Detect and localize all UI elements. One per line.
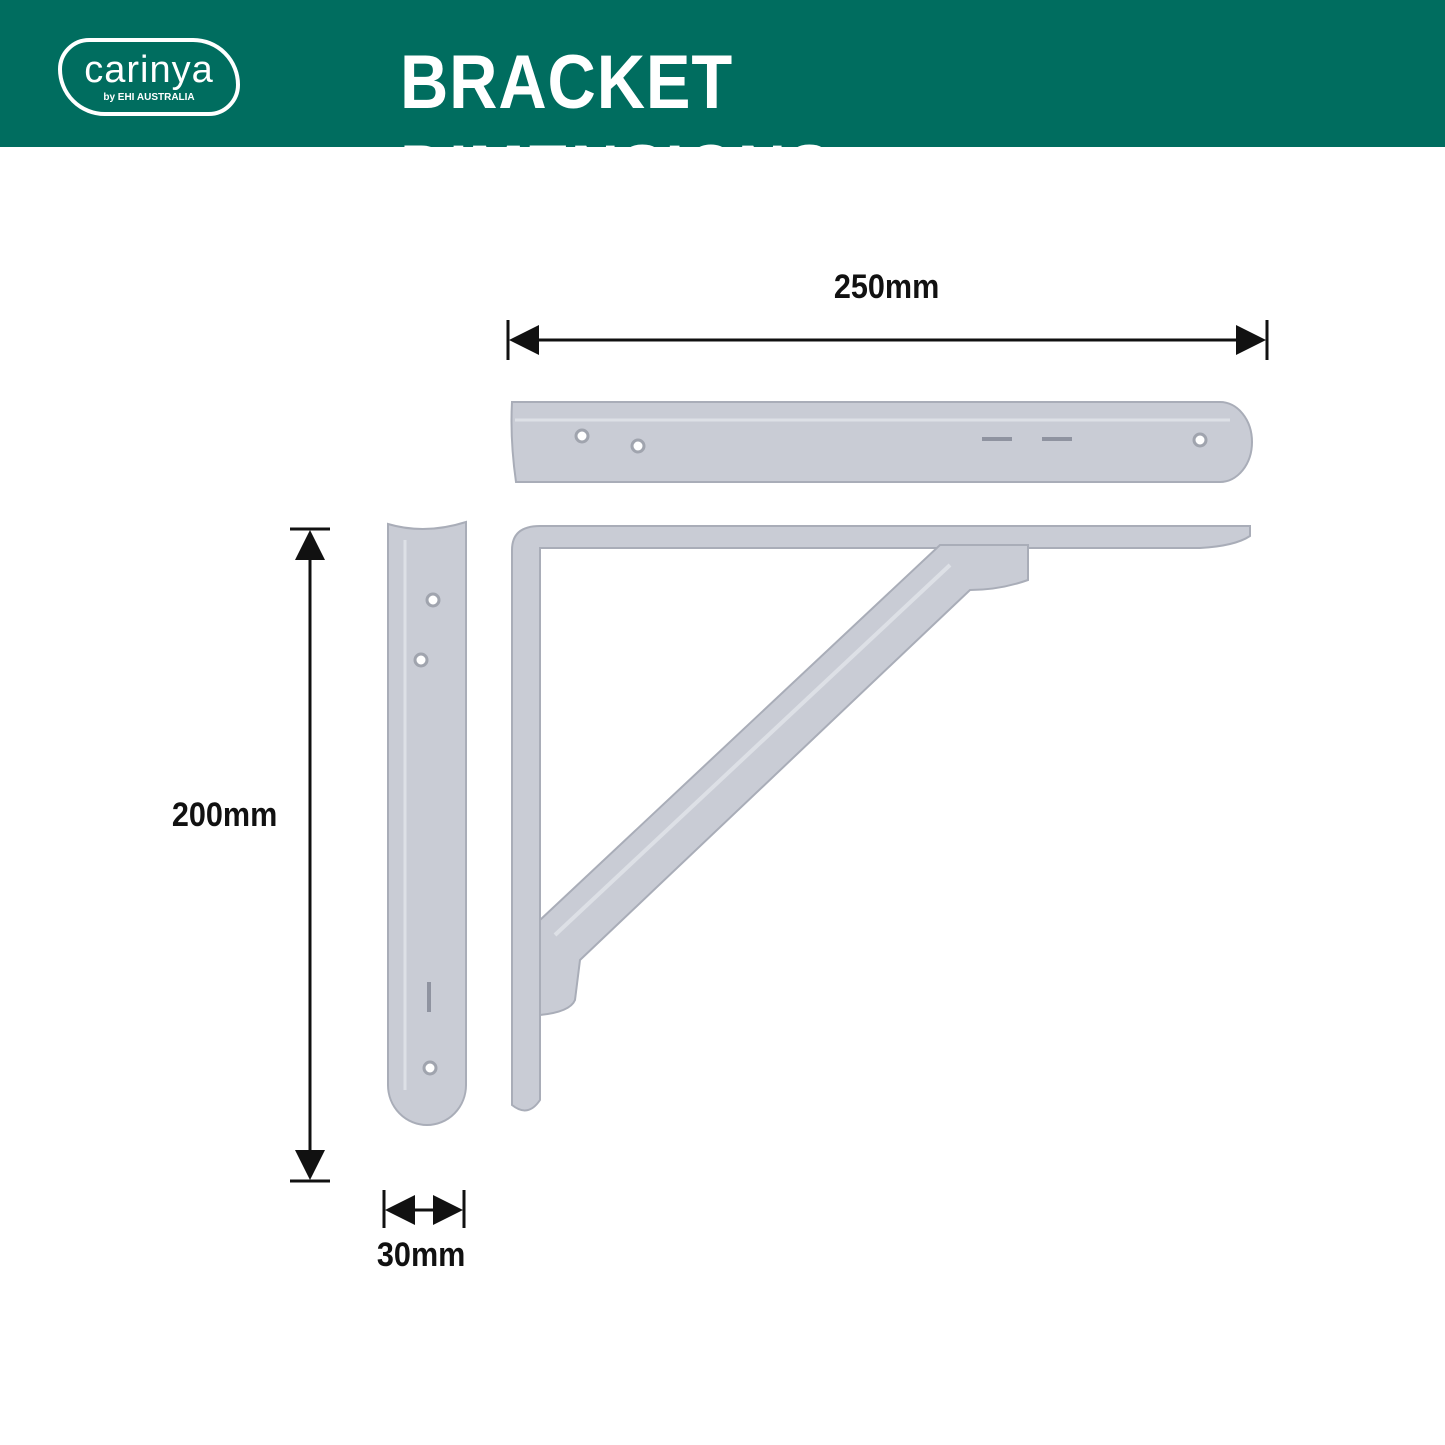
logo-brand: carinya	[84, 49, 214, 91]
length-label: 250mm	[833, 268, 940, 306]
height-dimension-line	[290, 527, 330, 1183]
height-label: 200mm	[171, 796, 278, 834]
logo-subtitle: by EHI AUSTRALIA	[103, 92, 195, 103]
header-banner: carinya by EHI AUSTRALIA BRACKET DIMENSI…	[0, 0, 1445, 215]
bracket-top-view	[510, 401, 1253, 483]
bracket-perspective-view	[511, 525, 1251, 1112]
length-dimension-line	[506, 320, 1269, 360]
bracket-side-view	[387, 520, 467, 1126]
carinya-logo: carinya by EHI AUSTRALIA	[58, 38, 240, 116]
width-label: 30mm	[376, 1236, 466, 1274]
width-dimension-line	[382, 1190, 466, 1228]
page-title: BRACKET DIMENSIONS	[400, 40, 833, 215]
